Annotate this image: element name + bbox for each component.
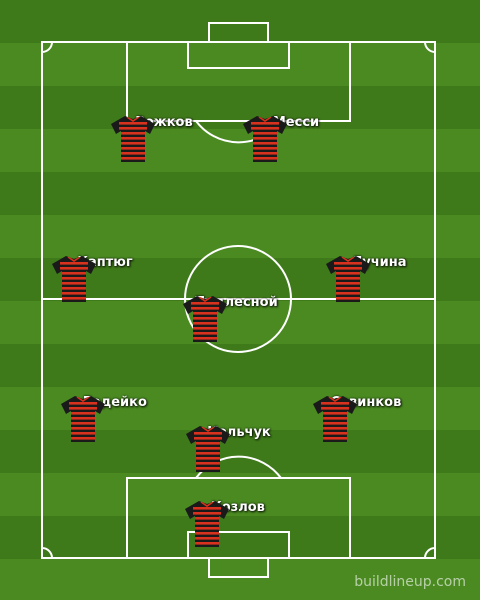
shirt-icon — [186, 426, 230, 472]
shirt-icon — [52, 256, 96, 302]
shirt-icon — [61, 396, 105, 442]
player-marker[interactable]: Лучина — [324, 254, 434, 302]
top-goal — [208, 22, 269, 43]
corner-arc-top-right — [424, 41, 436, 53]
center-circle — [184, 245, 292, 353]
shirt-icon — [243, 116, 287, 162]
player-marker[interactable]: Подлесной — [181, 294, 291, 342]
shirt-icon — [111, 116, 155, 162]
bottom-goal — [208, 557, 269, 578]
corner-arc-bottom-right — [424, 547, 436, 559]
shirt-icon — [185, 501, 229, 547]
shirt-icon — [313, 396, 357, 442]
shirt-icon — [326, 256, 370, 302]
shirt-icon — [183, 296, 227, 342]
player-marker[interactable]: Каптюг — [50, 254, 160, 302]
corner-arc-bottom-left — [41, 547, 53, 559]
corner-arc-top-left — [41, 41, 53, 53]
watermark: buildlineup.com — [354, 574, 466, 590]
player-marker[interactable]: Савинков — [311, 394, 421, 442]
player-marker[interactable]: Козлов — [183, 499, 293, 547]
player-marker[interactable]: Рожков — [109, 114, 219, 162]
player-marker[interactable]: Ладейко — [59, 394, 169, 442]
player-marker[interactable]: Кольчук — [184, 424, 294, 472]
player-marker[interactable]: Месси — [241, 114, 351, 162]
